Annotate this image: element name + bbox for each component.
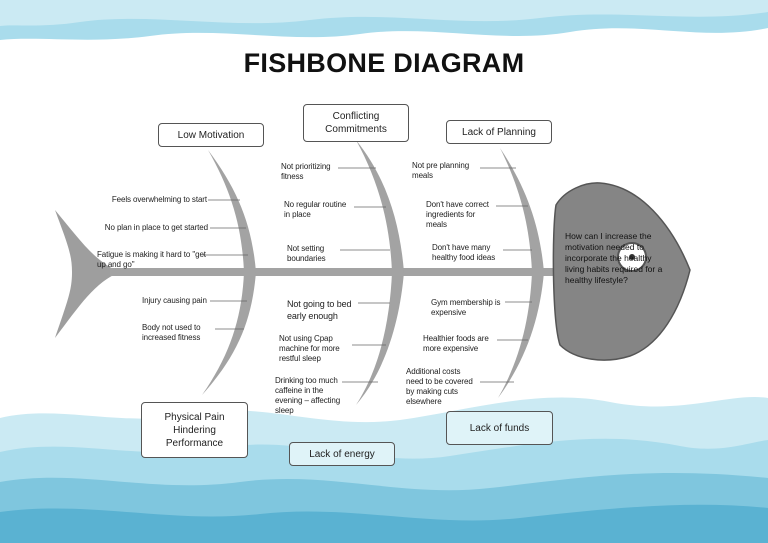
cause-text: Not going to bed early enough <box>287 299 352 321</box>
cause-text: Injury causing pain <box>142 296 207 305</box>
cause-text: Not setting boundaries <box>287 244 326 263</box>
leaders-middle <box>338 167 390 383</box>
category-low-motivation: Low Motivation <box>158 123 264 147</box>
rib-conflicting-commitments <box>356 140 404 405</box>
bottom-wave-4 <box>0 504 768 543</box>
fish-tail <box>55 210 120 338</box>
category-physical-pain: Physical Pain Hindering Performance <box>141 402 248 458</box>
category-lack-of-energy: Lack of energy <box>289 442 395 466</box>
fish-head <box>552 182 691 361</box>
fish-spine <box>110 268 570 276</box>
rib-low-motivation <box>202 150 256 395</box>
leaders-right <box>480 167 532 383</box>
fish-pupil <box>629 254 635 260</box>
cause-text: Not using Cpap machine for more restful … <box>279 334 340 363</box>
top-wave-front <box>0 0 768 26</box>
rib-lack-of-planning <box>498 148 544 398</box>
problem-statement: How can I increase the motivation needed… <box>565 231 663 285</box>
category-lack-of-planning: Lack of Planning <box>446 120 552 144</box>
category-conflicting-commitments: Conflicting Commitments <box>303 104 409 142</box>
cause-text: Feels overwhelming to start <box>111 195 207 204</box>
cause-text: Additional costs need to be covered by m… <box>406 367 473 406</box>
cause-text: Don't have correct ingredients for meals <box>426 200 489 229</box>
page-title: FISHBONE DIAGRAM <box>243 48 525 78</box>
cause-text: Drinking too much caffeine in the evenin… <box>275 376 341 415</box>
cause-text: Not prioritizing fitness <box>281 162 331 181</box>
cause-text: No regular routine in place <box>284 200 347 219</box>
cause-text: Healthier foods are more expensive <box>423 334 489 353</box>
cause-text: No plan in place to get started <box>104 223 208 232</box>
cause-text: Don't have many healthy food ideas <box>432 243 496 262</box>
category-lack-of-funds: Lack of funds <box>446 411 553 445</box>
cause-text: Fatigue is making it hard to "get up and… <box>97 250 206 269</box>
leaders-low-motivation <box>203 199 248 330</box>
cause-text: Body not used to increased fitness <box>142 323 201 342</box>
cause-text: Not pre planning meals <box>412 161 470 180</box>
cause-text: Gym membership is expensive <box>431 298 501 317</box>
